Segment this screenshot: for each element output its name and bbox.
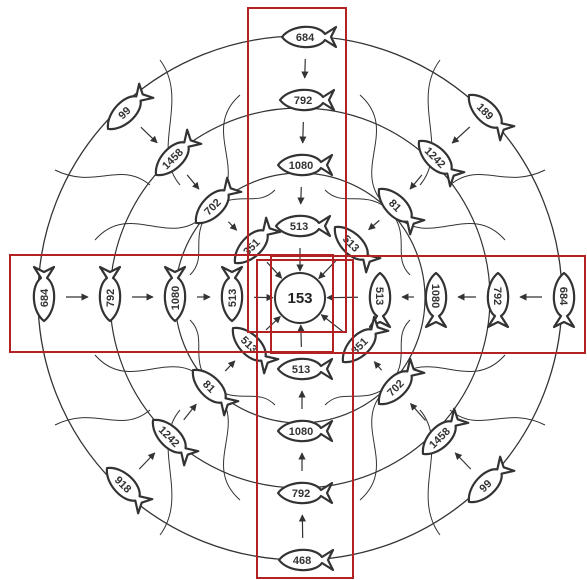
fish-label: 792	[294, 95, 312, 107]
spoke-arrow	[369, 220, 380, 229]
spoke-arrow	[411, 404, 426, 421]
fish-label: 792	[292, 488, 310, 500]
fish-label: 513	[292, 364, 310, 376]
fish-icon: 1458	[149, 130, 202, 183]
spoke-arrow	[228, 222, 236, 230]
center-label: 153	[287, 290, 312, 307]
fish-icon: 1080	[165, 267, 185, 321]
fish-label: 1080	[289, 426, 313, 438]
fish-label: 684	[39, 288, 51, 307]
fish-icon: 189	[462, 88, 515, 141]
fish-icon: 513	[276, 216, 330, 236]
fish-icon: 1242	[412, 134, 465, 187]
fish-label: 468	[293, 555, 311, 567]
fish-icon: 702	[189, 178, 242, 231]
fish-icon: 792	[488, 273, 508, 327]
fish-icon: 1080	[426, 273, 446, 327]
fish-icon: 1080	[278, 421, 332, 441]
fish-label: 684	[296, 32, 315, 44]
fish-icon: 351	[228, 218, 281, 271]
fish-label: 1080	[170, 286, 182, 310]
fish-icon: 99	[101, 84, 154, 137]
fish-icon: 468	[279, 550, 333, 570]
spoke-arrow	[301, 325, 302, 347]
spoke-arrow	[319, 260, 337, 279]
fish-icon: 513	[222, 267, 242, 321]
fish-icon: 792	[280, 90, 334, 110]
spoke-arrow	[184, 404, 197, 420]
fish-icon: 702	[372, 359, 425, 412]
spoke-arrow	[321, 315, 342, 332]
spoke-arrow	[301, 187, 302, 204]
fish-icon: 1242	[146, 413, 199, 466]
fish-icon: 513	[328, 220, 381, 273]
fish-label: 513	[373, 287, 385, 305]
fish-icon: 792	[100, 267, 120, 321]
center-node: 153	[275, 273, 325, 323]
spoke-arrow	[225, 361, 235, 371]
fish-label: 792	[105, 289, 117, 307]
spoke-arrow	[266, 316, 280, 329]
spoke-arrow	[455, 453, 471, 469]
spoke-arrow	[374, 362, 381, 371]
fish-icon: 684	[282, 27, 336, 47]
spoke-arrow	[267, 262, 282, 278]
spoke-arrow	[303, 122, 304, 143]
spoke-arrow	[141, 127, 157, 143]
fish-label: 792	[491, 287, 503, 305]
fish-icon: 918	[100, 461, 153, 514]
spoke-arrow	[139, 453, 155, 469]
fish-icon: 81	[372, 182, 425, 235]
fish-label: 1080	[429, 284, 441, 308]
fish-label: 1080	[289, 160, 313, 172]
fish-label: 684	[557, 287, 569, 306]
spoke-arrow	[305, 59, 306, 78]
fish-icon: 351	[336, 317, 389, 370]
fish-icon: 99	[462, 457, 515, 510]
spoke-arrow	[452, 127, 470, 143]
fish-label: 513	[227, 289, 239, 307]
fish-icon: 1080	[278, 155, 332, 175]
spoke-arrow	[410, 175, 422, 189]
spoke-arrow	[187, 175, 199, 189]
fish-icon: 684	[34, 267, 54, 321]
fish-label: 513	[290, 221, 308, 233]
fish-icon: 684	[554, 273, 574, 327]
fish-icon: 513	[278, 359, 332, 379]
